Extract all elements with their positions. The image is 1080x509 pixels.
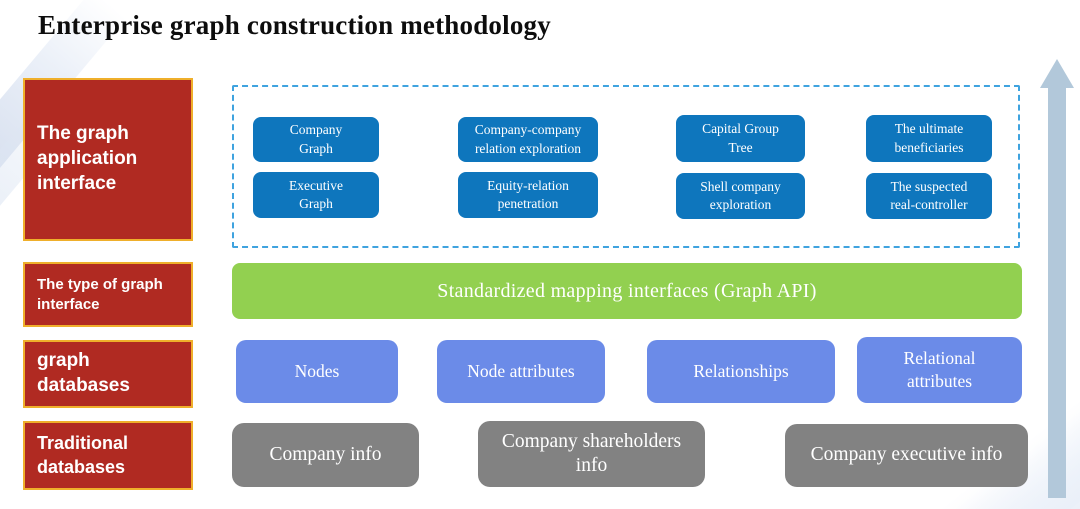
up-arrow-head-icon	[1040, 59, 1074, 88]
source-box-company-shareholders-info: Company shareholders info	[478, 421, 705, 487]
source-box-company-executive-info: Company executive info	[785, 424, 1028, 487]
layer-label-graph-databases: graph databases	[23, 340, 193, 408]
layer-label-traditional-databases: Traditional databases	[23, 421, 193, 490]
app-box-equity-relation-penetration: Equity-relation penetration	[458, 172, 598, 218]
app-box-company-graph: Company Graph	[253, 117, 379, 162]
layer-label-graph-application-interface: The graph application interface	[23, 78, 193, 241]
page-title: Enterprise graph construction methodolog…	[38, 10, 551, 40]
app-box-ultimate-beneficiaries: The ultimate beneficiaries	[866, 115, 992, 162]
db-box-relationships: Relationships	[647, 340, 835, 403]
layer-label-type-of-graph-interface: The type of graph interface	[23, 262, 193, 327]
db-box-nodes: Nodes	[236, 340, 398, 403]
graph-api-bar: Standardized mapping interfaces (Graph A…	[232, 263, 1022, 319]
db-box-node-attributes: Node attributes	[437, 340, 605, 403]
db-box-relational-attributes: Relational attributes	[857, 337, 1022, 403]
source-box-company-info: Company info	[232, 423, 419, 487]
app-interface-panel	[232, 85, 1020, 248]
up-arrow-shaft	[1048, 86, 1066, 498]
app-box-company-company-relation-exploration: Company-company relation exploration	[458, 117, 598, 162]
app-box-suspected-real-controller: The suspected real-controller	[866, 173, 992, 219]
app-box-capital-group-tree: Capital Group Tree	[676, 115, 805, 162]
app-box-executive-graph: Executive Graph	[253, 172, 379, 218]
app-box-shell-company-exploration: Shell company exploration	[676, 173, 805, 219]
